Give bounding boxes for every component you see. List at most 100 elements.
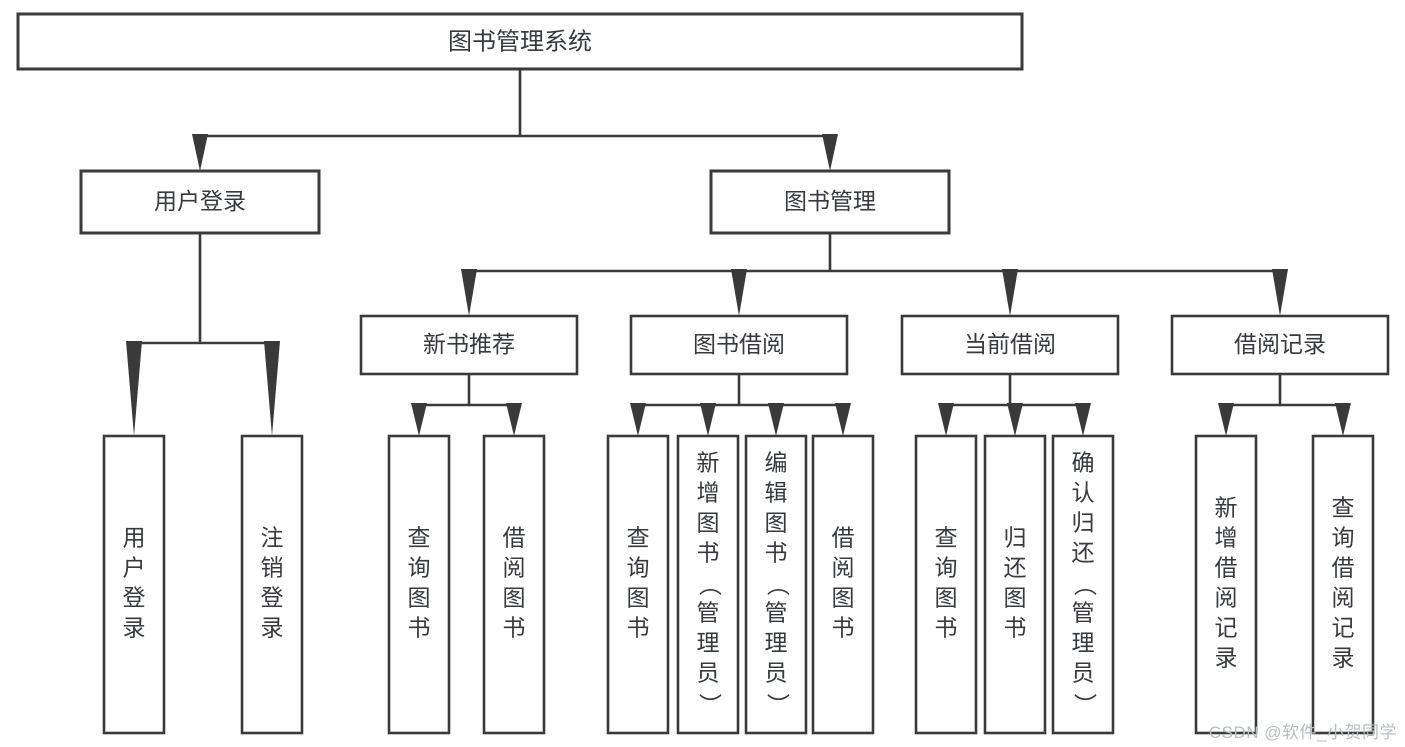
node-borrow-record[interactable]: 借阅记录 — [1170, 314, 1390, 376]
leaf-node-box[interactable] — [1051, 434, 1115, 735]
leaf-node-label-char: 阅 — [503, 555, 526, 581]
arrow-head-leaf-query-book-1 — [411, 403, 427, 436]
arrow-head-user-login — [192, 134, 208, 171]
leaf-node-label-char: 员 — [1072, 660, 1095, 686]
leaf-node-box[interactable] — [606, 434, 670, 735]
node-borrow-record-box[interactable] — [1170, 314, 1390, 376]
leaf-node-label-char: 销 — [261, 555, 284, 581]
leaf-node-label-char: 书 — [697, 540, 720, 566]
node-user-login-box[interactable] — [79, 169, 321, 235]
leaf-node-label-char: 借 — [1215, 555, 1238, 581]
leaf-node-box[interactable] — [387, 434, 451, 735]
node-book-borrow-label: 图书借阅 — [693, 331, 785, 357]
arrow-head-leaf-logout — [264, 341, 280, 436]
node-new-book-recommend[interactable]: 新书推荐 — [359, 314, 579, 376]
leaf-node[interactable]: 借阅图书借阅图书 — [811, 434, 875, 735]
node-current-borrow[interactable]: 当前借阅 — [900, 314, 1120, 376]
leaf-node[interactable]: 查询图书查询图书 — [606, 434, 670, 735]
arrow-head-current-borrow — [1002, 269, 1018, 316]
arrow-head-leaf-return-book — [1007, 403, 1023, 436]
leaf-node-label-char: 理 — [1072, 630, 1095, 656]
leaf-node-label-char: 录 — [1215, 645, 1238, 671]
leaf-node-box[interactable] — [983, 434, 1047, 735]
leaf-node-box[interactable] — [482, 434, 546, 735]
leaf-node-label-char: 查 — [408, 525, 431, 551]
leaf-node-box[interactable] — [102, 434, 166, 735]
leaf-node[interactable]: 借阅图书借阅图书 — [482, 434, 546, 735]
arrow-head-leaf-query-book-2 — [630, 403, 646, 436]
leaf-node-label-char: 书 — [627, 615, 650, 641]
leaf-node-label-char: 注 — [261, 525, 284, 551]
leaf-node[interactable]: 查询借阅记录查询借阅记录 — [1311, 434, 1375, 735]
leaf-node[interactable]: 新增借阅记录新增借阅记录 — [1194, 434, 1258, 735]
leaf-node-box[interactable] — [811, 434, 875, 735]
leaf-node-layer: 用户登录用户登录注销登录注销登录查询图书查询图书借阅图书借阅图书查询图书查询图书… — [102, 434, 1375, 735]
arrow-head-leaf-query-book-3 — [938, 403, 954, 436]
leaf-node-label-char: 阅 — [1332, 585, 1355, 611]
leaf-node-box[interactable] — [676, 434, 740, 735]
leaf-node-label-char: 图 — [1004, 585, 1027, 611]
leaf-node-label-char: 借 — [832, 525, 855, 551]
arrow-head-new-book-rec — [461, 269, 477, 316]
leaf-node-label-char: （ — [765, 573, 791, 596]
leaf-node-label-char: 借 — [1332, 555, 1355, 581]
leaf-node-label-char: 询 — [408, 555, 431, 581]
node-book-borrow-box[interactable] — [629, 314, 849, 376]
leaf-node[interactable]: 归还图书归还图书 — [983, 434, 1047, 735]
node-root-box[interactable] — [16, 12, 1024, 71]
leaf-node-label-char: 还 — [1072, 540, 1095, 566]
leaf-node-label-char: 书 — [765, 540, 788, 566]
leaf-node-box[interactable] — [914, 434, 978, 735]
leaf-node-label-char: 归 — [1072, 510, 1095, 536]
leaf-node-label-char: 图 — [627, 585, 650, 611]
node-current-borrow-label: 当前借阅 — [964, 331, 1056, 357]
node-book-manage-box[interactable] — [709, 169, 951, 235]
node-new-book-recommend-label: 新书推荐 — [423, 331, 515, 357]
leaf-node-label-char: 阅 — [832, 555, 855, 581]
leaf-node[interactable]: 查询图书查询图书 — [914, 434, 978, 735]
leaf-node-label-char: 辑 — [765, 480, 788, 506]
arrow-head-book-manage — [822, 134, 838, 171]
leaf-node-label-char: 用 — [123, 525, 146, 551]
leaf-node-box[interactable] — [240, 434, 304, 735]
leaf-node-label-char: 书 — [408, 615, 431, 641]
leaf-node-box[interactable] — [1311, 434, 1375, 735]
leaf-node-label-char: 查 — [1332, 495, 1355, 521]
leaf-node-label-char: 图 — [697, 510, 720, 536]
node-book-borrow[interactable]: 图书借阅 — [629, 314, 849, 376]
leaf-node-label-char: 图 — [503, 585, 526, 611]
leaf-node-label-char: 录 — [1332, 645, 1355, 671]
node-book-manage[interactable]: 图书管理 — [709, 169, 951, 235]
leaf-node-label-char: 录 — [261, 615, 284, 641]
leaf-node[interactable]: 注销登录注销登录 — [240, 434, 304, 735]
leaf-node-label-char: 增 — [697, 480, 720, 506]
leaf-node-box[interactable] — [744, 434, 808, 735]
connector-layer — [126, 69, 1351, 436]
node-root[interactable]: 图书管理系统 — [16, 12, 1024, 71]
leaf-node-label-char: 图 — [765, 510, 788, 536]
arrow-head-borrow-record — [1272, 269, 1288, 316]
leaf-node-label-char: 员 — [697, 660, 720, 686]
leaf-node-box[interactable] — [1194, 434, 1258, 735]
node-user-login[interactable]: 用户登录 — [79, 169, 321, 235]
leaf-node-label-char: 图 — [832, 585, 855, 611]
leaf-node[interactable]: 查询图书查询图书 — [387, 434, 451, 735]
leaf-node-label-char: 图 — [935, 585, 958, 611]
leaf-node-label-char: 记 — [1332, 615, 1355, 641]
leaf-node-label-char: 阅 — [1215, 585, 1238, 611]
leaf-node-label-char: 询 — [1332, 525, 1355, 551]
leaf-node-label-char: 借 — [503, 525, 526, 551]
leaf-node-label-char: 书 — [832, 615, 855, 641]
leaf-node-label-char: 编 — [765, 450, 788, 476]
leaf-node-label-char: 认 — [1072, 480, 1095, 506]
arrow-head-leaf-confirm-return — [1075, 403, 1091, 436]
node-current-borrow-box[interactable] — [900, 314, 1120, 376]
leaf-node-label-char: ） — [697, 693, 723, 716]
leaf-node[interactable]: 用户登录用户登录 — [102, 434, 166, 735]
leaf-node-label-char: 书 — [935, 615, 958, 641]
node-new-book-recommend-box[interactable] — [359, 314, 579, 376]
leaf-node-label-char: 书 — [1004, 615, 1027, 641]
